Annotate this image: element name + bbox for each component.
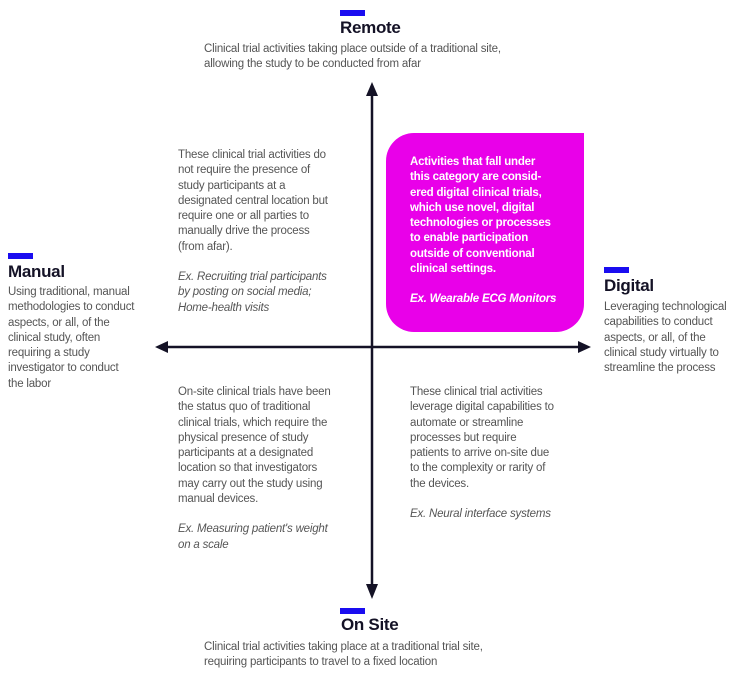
quadrant-onsite-digital: These clinical trial activities leverage … [410, 385, 554, 522]
text-line: by posting on social media; [178, 286, 312, 299]
text-line: capabilities to conduct [604, 316, 713, 329]
text-line: processes but require [410, 431, 517, 444]
accent-bar [340, 608, 365, 614]
text-line: requiring a study [8, 347, 90, 360]
axis-title-manual: Manual [8, 262, 65, 281]
vertical-axis [366, 82, 378, 599]
arrow-left-icon [155, 341, 168, 353]
text-line: which use novel, digital [410, 201, 535, 214]
text-line: participants at a designated [178, 447, 314, 460]
text-line: Activities that fall under [410, 156, 536, 168]
text-line: on a scale [178, 538, 229, 551]
axis-desc-digital: Leveraging technological capabilities to … [604, 300, 727, 376]
axis-desc-manual: Using traditional, manual methodologies t… [8, 285, 134, 392]
axis-title-digital: Digital [604, 276, 654, 295]
text-line: methodologies to conduct [8, 301, 135, 314]
text-line: patients to arrive on-site due [410, 447, 550, 460]
quadrant-remote-manual: These clinical trial activities do not re… [178, 148, 328, 316]
text-line: On-site clinical trials have been [178, 386, 331, 398]
accent-bar [340, 10, 365, 16]
text-line: the devices. [410, 477, 469, 490]
arrow-down-icon [366, 584, 378, 599]
text-line: manual devices. [178, 493, 259, 506]
text-line: to enable participation [410, 232, 529, 245]
text-line: aspects, or all, of the [604, 331, 706, 344]
arrow-right-icon [578, 341, 591, 353]
axis-title-on-site: On Site [341, 615, 399, 634]
text-line: technologies or processes [410, 217, 551, 230]
text-line: clinical trials, which require the [178, 416, 328, 429]
text-line: Ex. Neural interface systems [410, 508, 551, 521]
axis-title-remote: Remote [340, 18, 401, 37]
quadrant-example: Ex. Neural interface systems [410, 507, 554, 522]
text-line: may carry out the study using [178, 477, 323, 490]
text-line: designated central location but [178, 194, 328, 207]
text-line: the status quo of traditional [178, 401, 311, 414]
text-line: outside of conventional [410, 247, 535, 260]
quadrant-desc: On-site clinical trials have been the sta… [178, 385, 331, 507]
text-line: Ex. Recruiting trial participants [178, 271, 327, 284]
text-line: not require the presence of [178, 164, 311, 177]
text-line: investigator to conduct [8, 362, 119, 375]
accent-bar [604, 267, 629, 273]
arrow-up-icon [366, 82, 378, 96]
text-line: location so that investigators [178, 462, 318, 475]
highlight-box-digital-clinical-trials: Activities that fall under this category … [386, 133, 584, 332]
quadrant-desc: These clinical trial activities do not re… [178, 148, 328, 255]
text-line: clinical study, often [8, 331, 101, 344]
quadrant-desc: These clinical trial activities leverage … [410, 385, 554, 492]
text-line: These clinical trial activities do [178, 149, 326, 161]
quadrant-desc: Activities that fall under this category … [410, 155, 556, 277]
text-line: These clinical trial activities [410, 386, 543, 398]
quadrant-example: Ex. Recruiting trial participants by post… [178, 270, 328, 316]
quadrant-example: Ex. Wearable ECG Monitors [410, 292, 556, 307]
axis-desc-on-site: Clinical trial activities taking place a… [204, 640, 483, 671]
text-line: ered digital clinical trials, [410, 186, 542, 199]
text-line: Clinical trial activities taking place o… [204, 43, 501, 55]
text-line: clinical study virtually to [604, 346, 719, 359]
text-line: aspects, or all, of the [8, 316, 110, 329]
text-line: Leveraging technological [604, 301, 727, 313]
text-line: (from afar). [178, 240, 233, 253]
text-line: this category are consid- [410, 171, 542, 184]
text-line: Ex. Measuring patient's weight [178, 523, 328, 536]
text-line: to the complexity or rarity of [410, 462, 546, 475]
text-line: clinical settings. [410, 263, 496, 276]
text-line: Home-health visits [178, 301, 269, 314]
text-line: require one or all parties to [178, 210, 309, 223]
text-line: the labor [8, 377, 51, 390]
quadrant-remote-digital: Activities that fall under this category … [410, 155, 556, 308]
text-line: leverage digital capabilities to [410, 401, 554, 414]
text-line: requiring participants to travel to a fi… [204, 656, 438, 669]
text-line: streamline the process [604, 362, 716, 375]
text-line: automate or streamline [410, 416, 524, 429]
axis-desc-remote: Clinical trial activities taking place o… [204, 42, 501, 73]
text-line: physical presence of study [178, 431, 309, 444]
text-line: Using traditional, manual [8, 286, 130, 298]
quadrant-onsite-manual: On-site clinical trials have been the sta… [178, 385, 331, 553]
text-line: study participants at a [178, 179, 286, 192]
text-line: Ex. Wearable ECG Monitors [410, 293, 557, 306]
text-line: Clinical trial activities taking place a… [204, 641, 483, 653]
text-line: manually drive the process [178, 225, 310, 238]
horizontal-axis [155, 341, 591, 353]
text-line: allowing the study to be conducted from … [204, 58, 421, 71]
quadrant-example: Ex. Measuring patient's weight on a scale [178, 522, 331, 553]
accent-bar [8, 253, 33, 259]
